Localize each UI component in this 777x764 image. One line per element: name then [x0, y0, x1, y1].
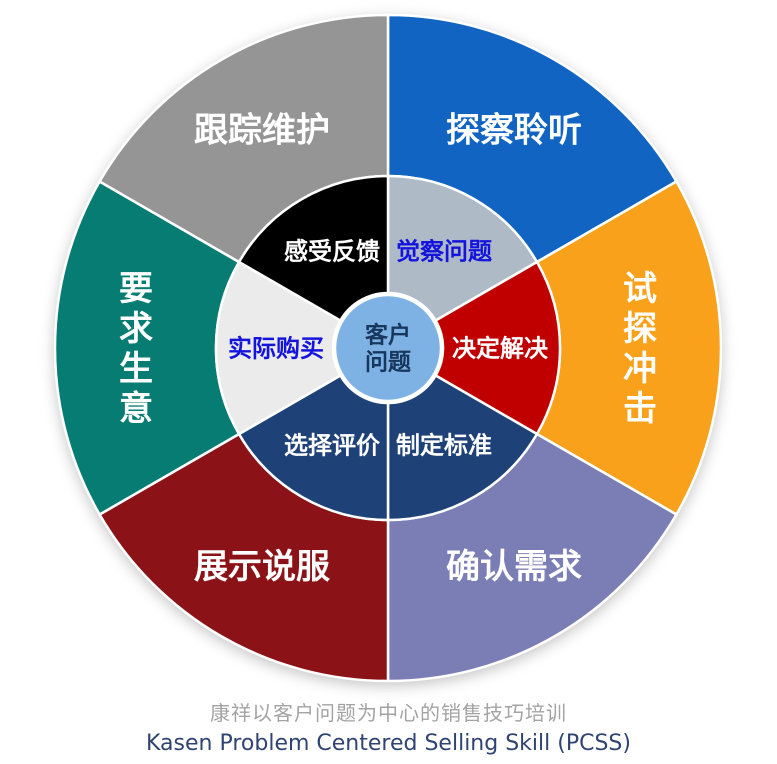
inner-segment-4: [214, 260, 342, 436]
inner-segment-label-0: 觉察问题: [396, 237, 492, 265]
center-circle: [333, 293, 443, 403]
inner-segment-1: [434, 260, 562, 436]
outer-segment-label-5: 跟踪维护: [194, 111, 330, 151]
outer-segment-label-0: 探察聆听: [446, 111, 582, 151]
inner-segment-2: [386, 374, 539, 522]
inner-segment-label-2: 制定标准: [396, 431, 492, 459]
inner-segment-3: [237, 374, 390, 522]
caption: 康祥以客户问题为中心的销售技巧培训 Kasen Problem Centered…: [0, 697, 777, 756]
caption-chinese: 康祥以客户问题为中心的销售技巧培训: [210, 701, 567, 725]
outer-segment-label-2: 确认需求: [446, 547, 582, 587]
inner-segment-5: [237, 174, 390, 322]
inner-segment-label-5: 感受反馈: [284, 237, 380, 265]
inner-segment-label-1: 决定解决: [452, 334, 549, 362]
inner-segment-0: [386, 174, 539, 322]
inner-segment-label-3: 选择评价: [284, 431, 381, 459]
caption-english: Kasen Problem Centered Selling Skill (PC…: [146, 731, 631, 756]
inner-segment-label-4: 实际购买: [228, 334, 324, 362]
center-label: 客户问题: [365, 322, 411, 376]
outer-segment-label-1: 试探冲击: [623, 269, 657, 429]
outer-segment-label-3: 展示说服: [194, 547, 330, 587]
outer-segment-label-4: 要求生意: [119, 269, 153, 429]
